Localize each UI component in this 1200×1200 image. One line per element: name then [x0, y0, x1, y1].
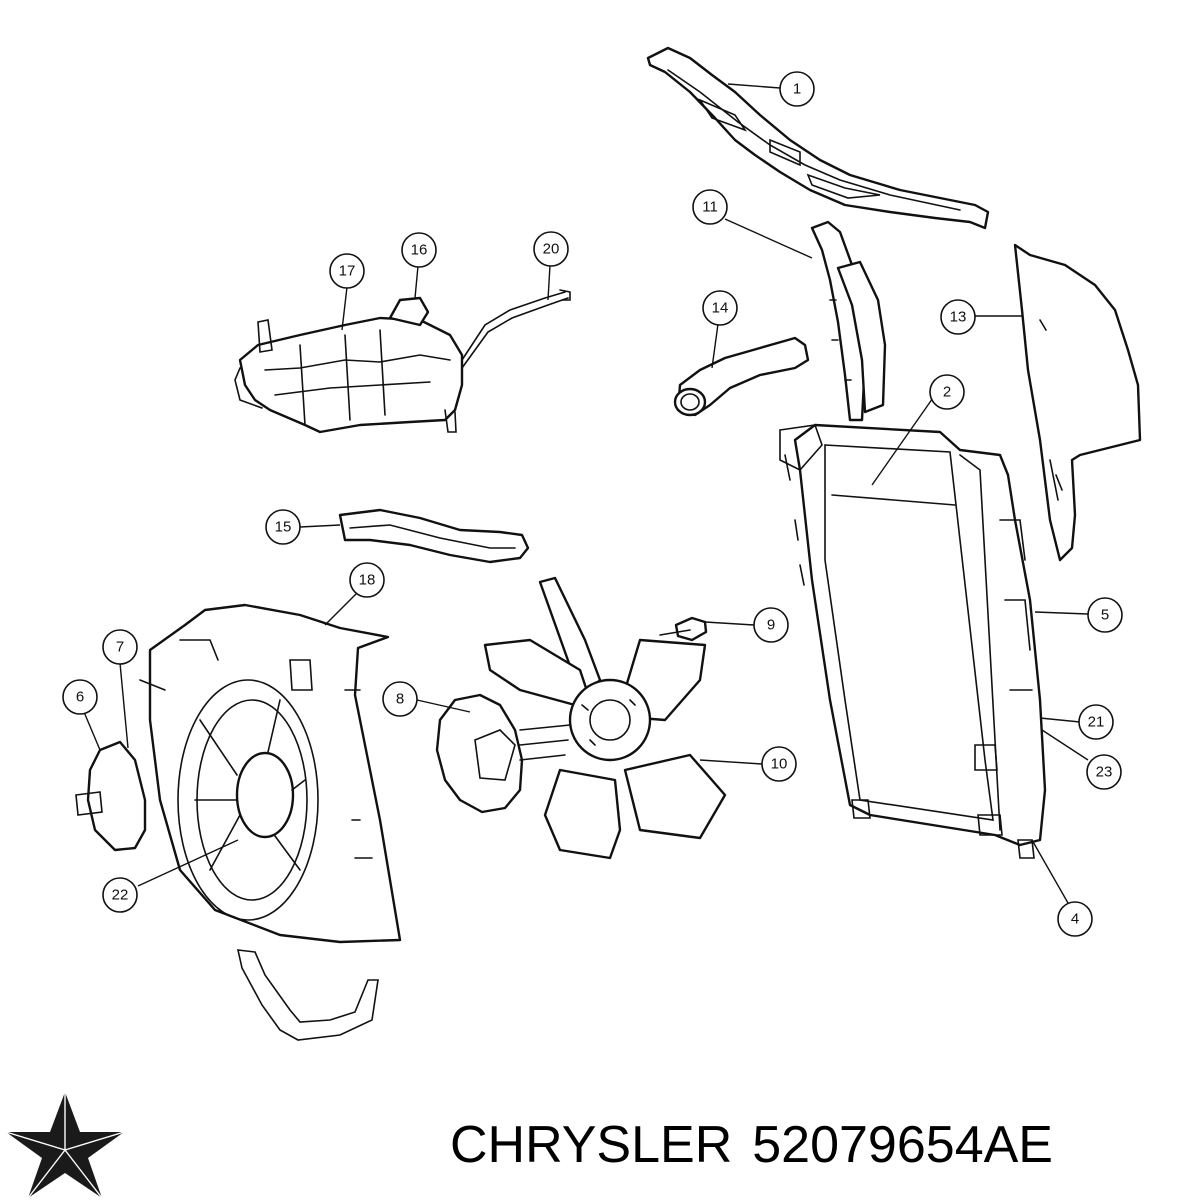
callout-labels: 1 2 4 5 6 7 8 9 10 11 13 14 15 16 17 18 … — [62, 71, 1123, 937]
callout-21: 21 — [1078, 704, 1114, 740]
callout-15: 15 — [265, 509, 301, 545]
part-fan-blade — [483, 576, 727, 860]
callout-14-label: 14 — [712, 300, 729, 317]
callout-2: 2 — [929, 374, 965, 410]
callout-13: 13 — [940, 299, 976, 335]
part-caption: CHRYSLER 52079654AE — [450, 1105, 1190, 1185]
callout-11-label: 11 — [702, 199, 718, 216]
part-fan-plate — [75, 740, 147, 852]
callout-7-label: 7 — [116, 639, 124, 656]
part-fan-shroud — [139, 603, 402, 1041]
callout-9: 9 — [753, 607, 789, 643]
callout-22-label: 22 — [112, 887, 129, 904]
callout-15-label: 15 — [275, 519, 292, 536]
callout-2-label: 2 — [943, 384, 951, 401]
callout-16: 16 — [401, 232, 437, 268]
callout-4-label: 4 — [1071, 911, 1079, 928]
callout-17: 17 — [329, 253, 365, 289]
callout-8: 8 — [382, 681, 418, 717]
callout-8-label: 8 — [396, 691, 404, 708]
callout-6: 6 — [62, 679, 98, 715]
part-number: 52079654AE — [752, 1116, 1053, 1174]
part-upper-crossmember — [646, 46, 990, 230]
callout-18-label: 18 — [359, 572, 376, 589]
callout-16-label: 16 — [411, 242, 428, 259]
callout-11: 11 — [692, 189, 728, 225]
callout-17-label: 17 — [339, 263, 356, 280]
leader-lines — [83, 83, 1089, 904]
callout-5: 5 — [1087, 597, 1123, 633]
callout-23: 23 — [1086, 754, 1122, 790]
callout-18: 18 — [349, 562, 385, 598]
part-lower-hose — [338, 508, 530, 564]
callout-13-label: 13 — [950, 309, 967, 326]
callout-20-label: 20 — [543, 241, 560, 258]
part-radiator — [779, 423, 1047, 859]
callout-1: 1 — [779, 71, 815, 107]
callout-10: 10 — [761, 746, 797, 782]
callout-23-label: 23 — [1096, 764, 1113, 781]
callout-21-label: 21 — [1088, 714, 1105, 731]
part-bolt — [659, 616, 708, 642]
callout-9-label: 9 — [767, 617, 775, 634]
callout-7: 7 — [102, 629, 138, 665]
callout-10-label: 10 — [771, 756, 788, 773]
callout-1-label: 1 — [793, 81, 801, 98]
callout-22: 22 — [102, 877, 138, 913]
part-radiator-bracket-right — [1013, 243, 1142, 562]
callout-4: 4 — [1057, 901, 1093, 937]
part-radiator-bracket-left — [810, 220, 887, 422]
part-upper-hose — [673, 336, 810, 417]
callout-14: 14 — [702, 290, 738, 326]
chrysler-pentastar-icon — [2, 1088, 128, 1200]
callout-20: 20 — [533, 231, 569, 267]
part-coolant-reservoir — [234, 289, 571, 434]
callout-6-label: 6 — [76, 689, 84, 706]
callout-5-label: 5 — [1101, 607, 1109, 624]
part-fan-clutch — [435, 693, 571, 814]
brand-name: CHRYSLER — [450, 1116, 733, 1174]
